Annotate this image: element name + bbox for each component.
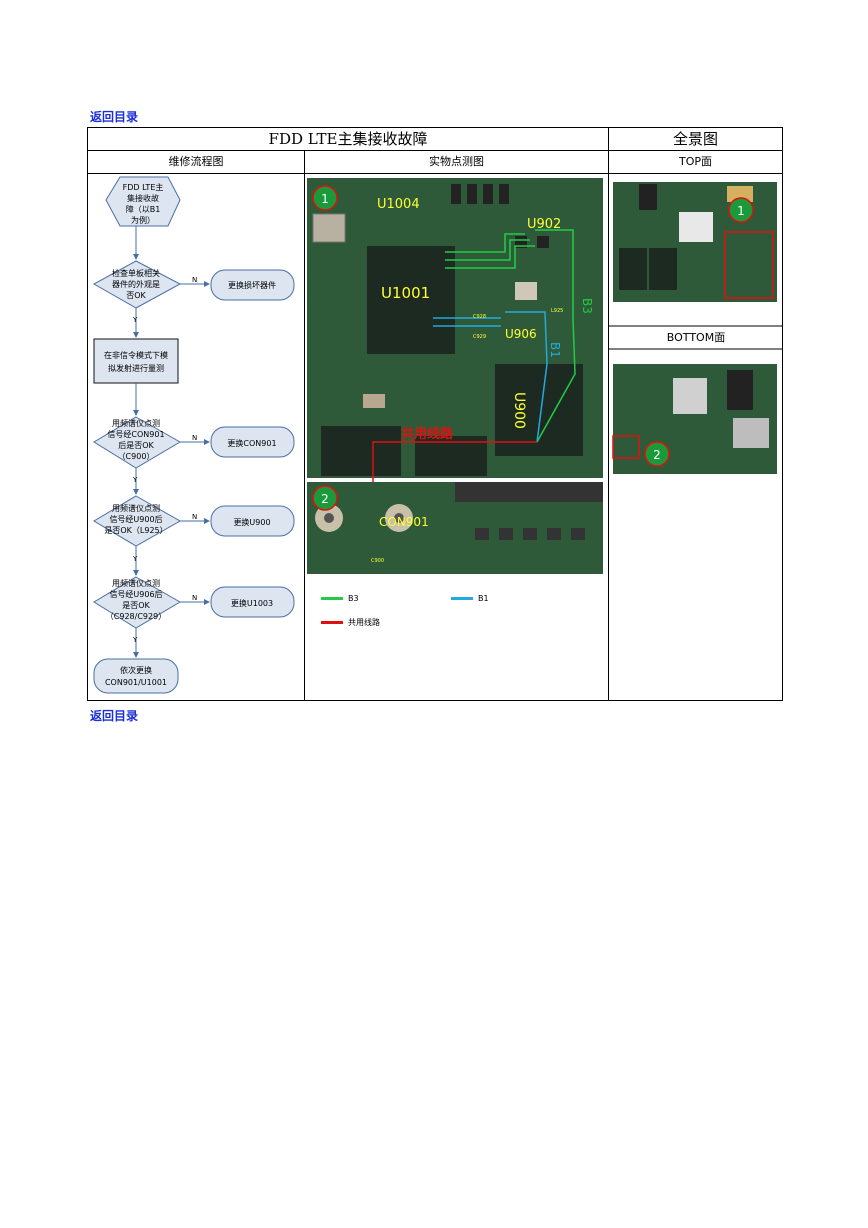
- back-to-contents-link-top[interactable]: 返回目录: [90, 110, 139, 124]
- top-badge-1-icon: [728, 197, 754, 223]
- label-c929: C929: [473, 334, 486, 340]
- yes-label-4: Y: [132, 636, 138, 644]
- decision3-line-2: 信号经U900后: [109, 514, 162, 524]
- decision2-line-2: 信号经CON901: [107, 429, 164, 439]
- label-c928: C928: [473, 314, 486, 320]
- badge-1-icon: [312, 185, 338, 211]
- legend-b1-label: B1: [478, 594, 489, 603]
- yes-label-2: Y: [132, 476, 138, 484]
- label-u1001: U1001: [381, 284, 430, 302]
- decision4-line-4: （C928/C929）: [106, 612, 166, 621]
- label-shared-path: 共用线路: [401, 426, 454, 442]
- overview-title: 全景图: [608, 127, 784, 151]
- bottom-badge-2-icon: [644, 441, 670, 467]
- decision4-line-2: 信号经U906后: [109, 589, 162, 599]
- legend-b3-label: B3: [348, 594, 359, 603]
- photo-cell: 1 2 U1004 U902 U1001 U906 CON901 C928 C9…: [303, 173, 610, 701]
- badge-2-icon: [312, 485, 338, 511]
- table-title: FDD LTE主集接收故障: [86, 127, 610, 151]
- decision1-line-1: 检查单板相关: [112, 268, 160, 278]
- start-line-3: 障（以B1: [126, 204, 161, 214]
- yes-label-3: Y: [132, 555, 138, 563]
- decision1-line-2: 器件的外观是: [112, 279, 160, 289]
- no-label-1: N: [192, 276, 197, 284]
- end-line-1: 依次更换: [120, 665, 152, 675]
- start-line-1: FDD LTE主: [123, 182, 164, 192]
- process-line-1: 在非信令模式下模: [104, 350, 168, 360]
- no-label-3: N: [192, 513, 197, 521]
- action-replace-u900: [210, 505, 295, 537]
- u1001-chip: [367, 246, 455, 354]
- repair-flowchart: FDD LTE主 集接收故 障（以B1 为例） 检查单板相关 器件的外观是 否O…: [92, 176, 295, 694]
- label-l925: L925: [551, 308, 563, 314]
- start-shape: [105, 176, 181, 227]
- start-line-4: 为例）: [131, 215, 155, 225]
- action-replace-u1003: [210, 586, 295, 618]
- top-badge-1-label: 1: [737, 204, 745, 218]
- label-b1: B1: [548, 342, 562, 358]
- legend-shared-label: 共用线路: [348, 618, 380, 627]
- action-replace-damaged: [210, 269, 295, 301]
- no-label-2: N: [192, 434, 197, 442]
- label-u902: U902: [527, 217, 561, 232]
- overview-cell: 1 BOTTOM面 2: [608, 173, 784, 701]
- decision2-line-3: 后是否OK: [118, 440, 154, 450]
- decision4-line-1: 用频谱仪点测: [112, 578, 160, 588]
- label-u900: U900: [511, 392, 527, 429]
- bottom-highlight-box: [612, 435, 640, 459]
- fault-table: FDD LTE主集接收故障 全景图 维修流程图 实物点测图 TOP面: [86, 127, 784, 701]
- action2-label: 更换CON901: [227, 438, 276, 448]
- no-label-4: N: [192, 594, 197, 602]
- decision3-line-3: 是否OK（L925）: [104, 526, 167, 535]
- decision3-line-1: 用频谱仪点测: [112, 503, 160, 513]
- back-to-contents-link-bottom[interactable]: 返回目录: [90, 709, 139, 723]
- legend-shared: 共用线路: [321, 617, 380, 628]
- process-line-2: 拟发射进行量测: [108, 363, 164, 373]
- decision2-line-1: 用频谱仪点测: [112, 418, 160, 428]
- label-u1004: U1004: [377, 197, 420, 212]
- photo-column-header: 实物点测图: [303, 150, 610, 174]
- legend-b1: B1: [451, 594, 489, 603]
- yes-label-1: Y: [132, 316, 138, 324]
- decision1-line-3: 否OK: [126, 291, 146, 300]
- label-u906: U906: [505, 327, 537, 341]
- overview-images: 1 BOTTOM面 2: [609, 182, 784, 474]
- bottom-badge-2-label: 2: [653, 448, 661, 462]
- process-nonsignal: [93, 338, 179, 384]
- label-con901: CON901: [379, 515, 429, 529]
- flowchart-cell: FDD LTE主 集接收故 障（以B1 为例） 检查单板相关 器件的外观是 否O…: [87, 173, 305, 701]
- flow-column-header: 维修流程图: [87, 150, 305, 174]
- action1-label: 更换损坏器件: [228, 280, 276, 290]
- end-shape: [93, 658, 179, 694]
- top-highlight-box: [724, 231, 774, 299]
- pcb-photo: 1 2 U1004 U902 U1001 U906 CON901 C928 C9…: [307, 178, 603, 574]
- bottom-side-header: BOTTOM面: [667, 331, 725, 344]
- action-replace-con901: [210, 426, 295, 458]
- label-b3: B3: [580, 298, 594, 314]
- decision4-line-3: 是否OK: [122, 601, 150, 610]
- action3-label: 更换U900: [233, 517, 270, 527]
- start-line-2: 集接收故: [127, 193, 159, 203]
- badge-1-label: 1: [321, 192, 329, 206]
- badge-2-label: 2: [321, 492, 329, 506]
- action4-label: 更换U1003: [231, 598, 273, 608]
- top-side-header: TOP面: [608, 150, 784, 174]
- decision2-line-4: （C900）: [118, 452, 155, 461]
- u900-chip: [495, 364, 583, 456]
- label-c900: C900: [371, 558, 384, 564]
- legend-b3: B3: [321, 594, 359, 603]
- end-line-2: CON901/U1001: [105, 678, 167, 687]
